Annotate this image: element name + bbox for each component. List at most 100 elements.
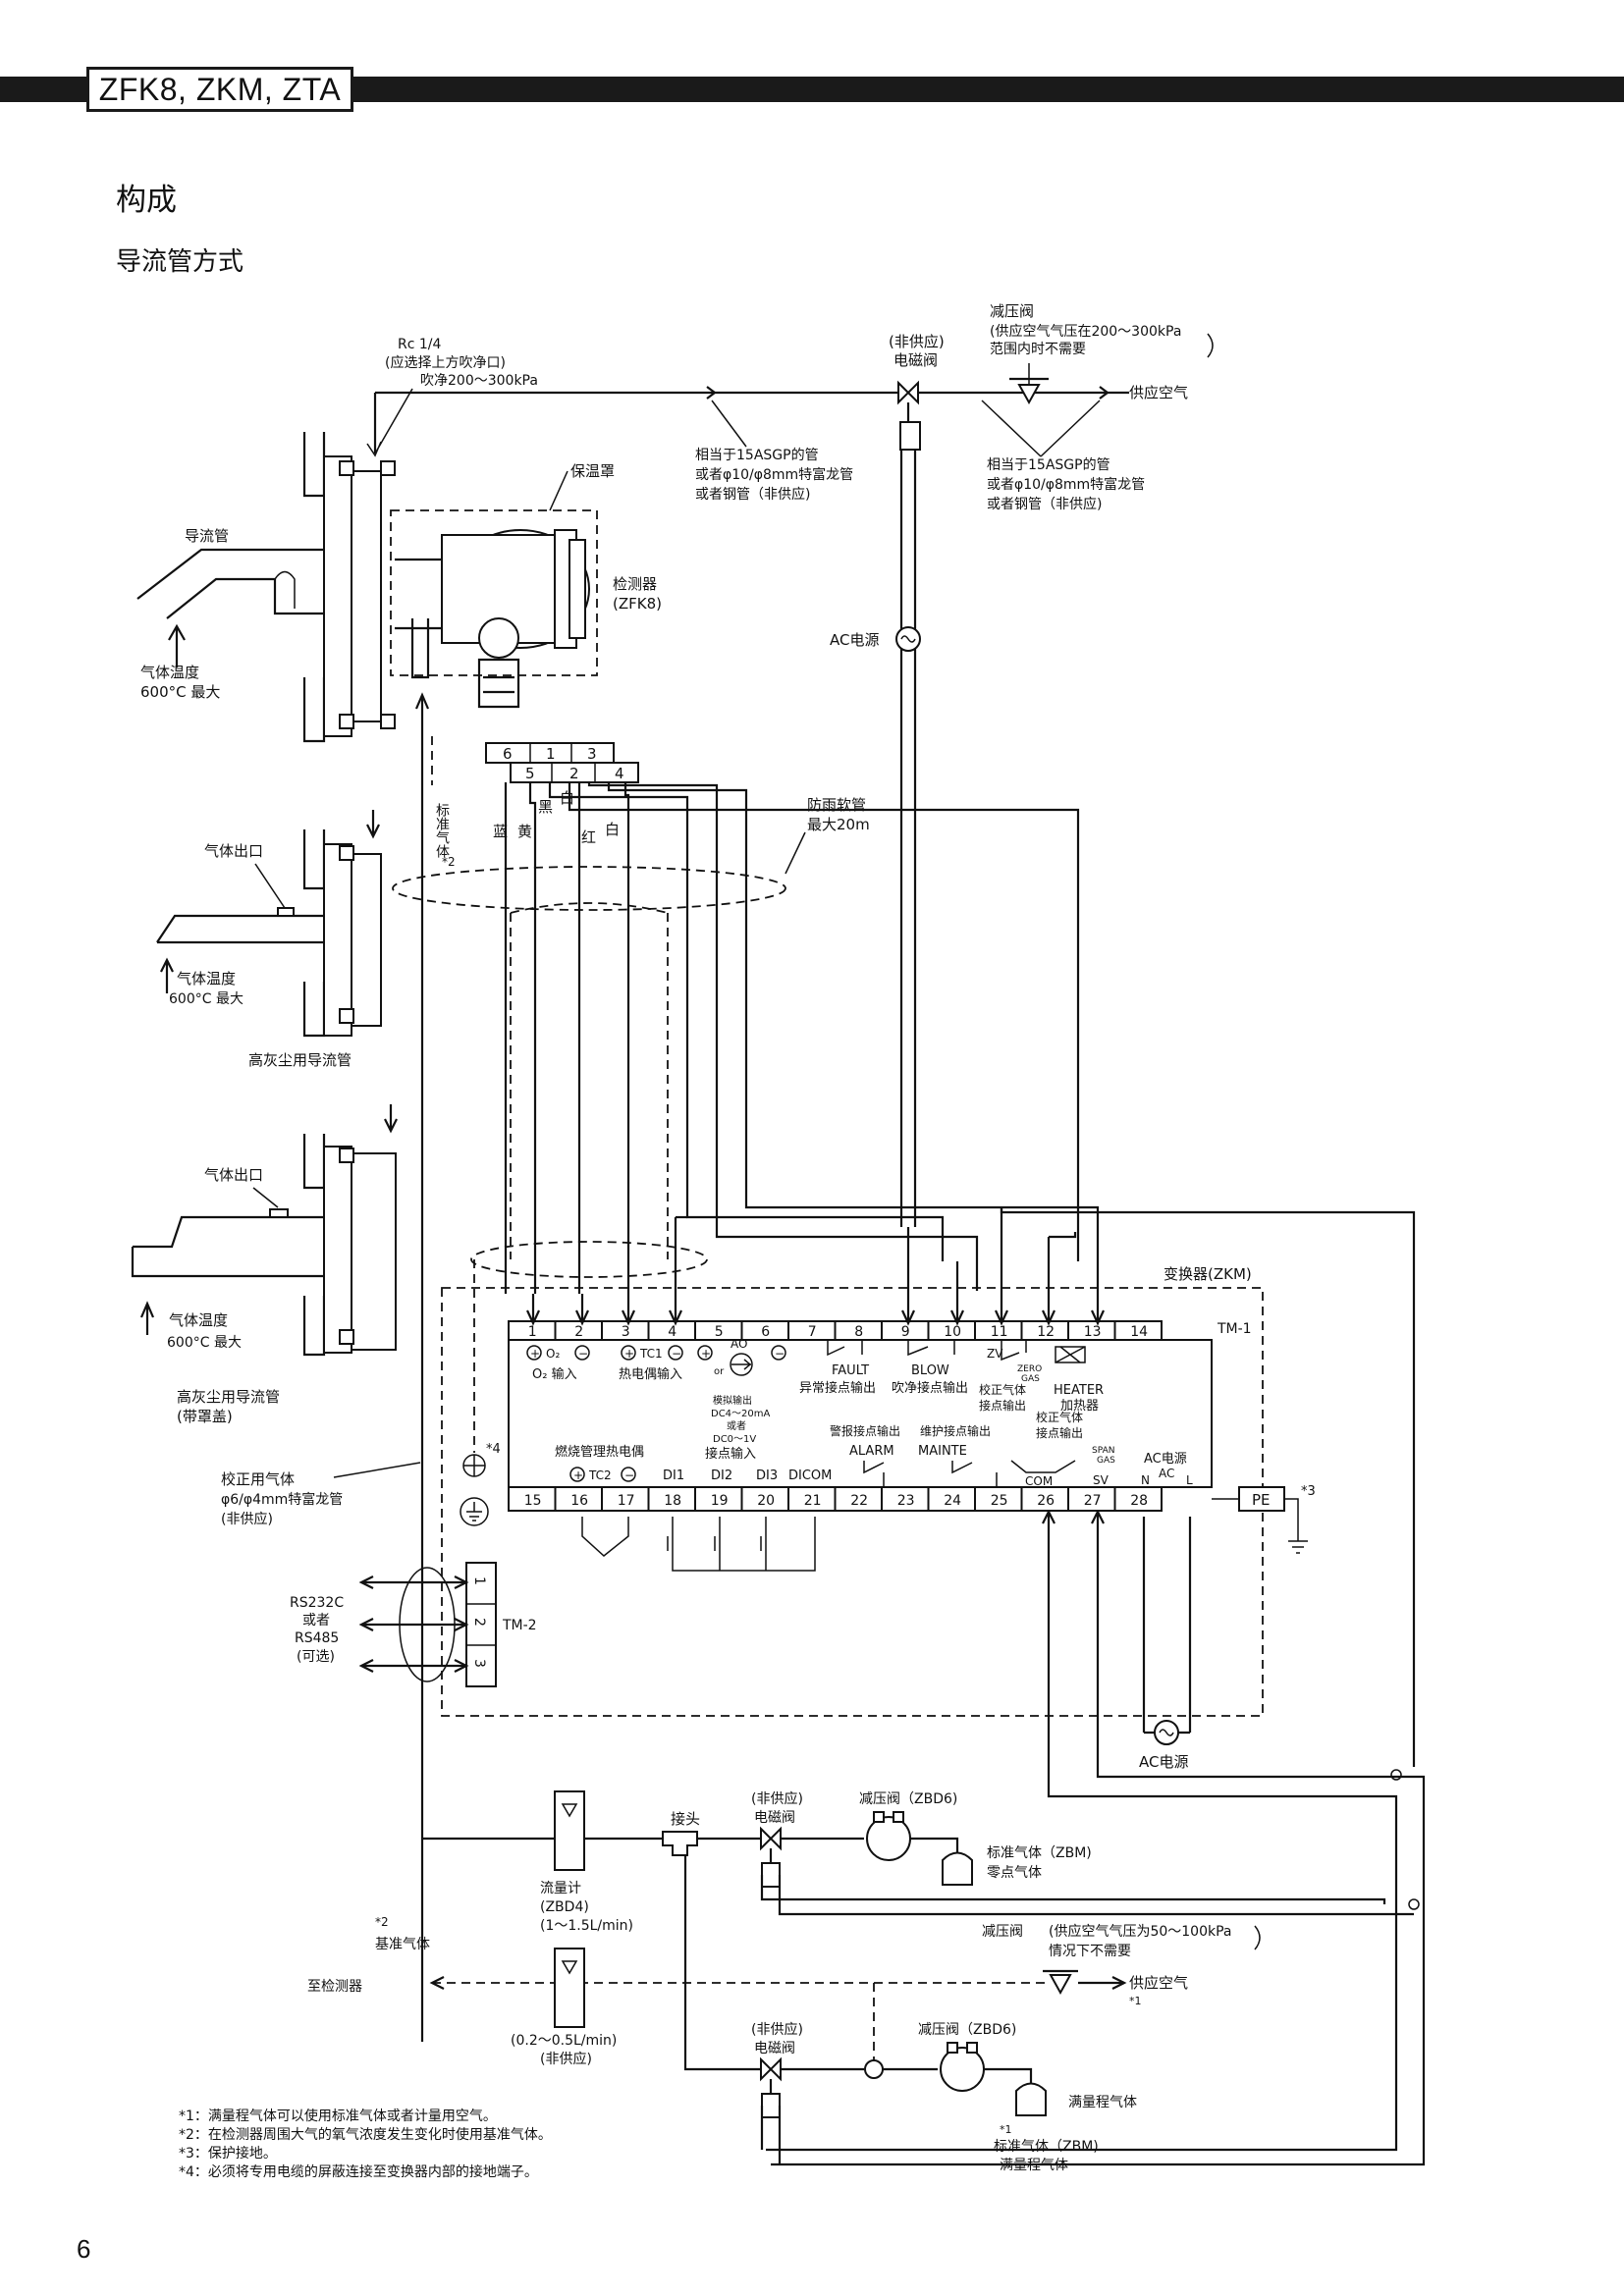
note4-label: *4: [486, 1442, 501, 1457]
wire-black: 黑: [538, 798, 553, 816]
flow2-label2: (非供应): [540, 2051, 592, 2067]
di2-label: DI2: [711, 1468, 732, 1483]
reducer2-note1: (供应空气气压为50～100kPa: [1049, 1923, 1232, 1940]
wire-red: 红: [581, 828, 596, 846]
bottom-terminal-18: 18: [664, 1493, 681, 1509]
top-terminal-10: 10: [944, 1324, 961, 1340]
svg-text:−: −: [624, 1468, 634, 1482]
pipe2-line3: 或者钢管（非供应): [987, 496, 1102, 512]
l-label: L: [1186, 1473, 1193, 1487]
note3-label: *3: [1301, 1484, 1316, 1499]
conn-bot-4: 4: [615, 765, 624, 782]
temp-max-label: 600°C 最大: [140, 683, 220, 701]
cal2-label: 接点输出: [979, 1398, 1026, 1413]
flow2-label1: (0.2～0.5L/min): [511, 2033, 617, 2049]
tm1-bottom-strip: [508, 1486, 1163, 1512]
rc-label: Rc 1/4: [398, 337, 441, 352]
heater-label: HEATER: [1054, 1383, 1104, 1398]
bottom-terminal-19: 19: [711, 1493, 729, 1509]
section-subtitle: 导流管方式: [116, 247, 244, 277]
outlet1-caption: 高灰尘用导流管: [248, 1051, 352, 1069]
mainte-out-label: 维护接点输出: [920, 1423, 991, 1438]
tm2-1: 1: [471, 1576, 487, 1585]
reducer-zbd6-2: [940, 2042, 985, 2092]
nonsupply1-label: (非供应): [751, 1790, 803, 1807]
bottom-supply-air: 供应空气: [1129, 1974, 1188, 1992]
reducer2-note2: 情况下不需要: [1049, 1944, 1131, 1959]
top-ac-power-label: AC电源: [830, 631, 879, 649]
rs-or-label: 或者: [302, 1613, 330, 1629]
top-terminal-4: 4: [668, 1324, 677, 1340]
top-terminal-11: 11: [991, 1324, 1008, 1340]
top-terminal-6: 6: [761, 1324, 770, 1340]
std-gas-vertical: 标准气体: [434, 803, 450, 858]
cal1-label: 校正气体: [979, 1382, 1026, 1397]
outlet2-temp: 气体温度: [169, 1311, 228, 1329]
top-terminal-2: 2: [574, 1324, 583, 1340]
joint: [662, 1831, 698, 1856]
joint-label: 接头: [671, 1810, 700, 1828]
com-label: COM: [1025, 1474, 1053, 1488]
tc1-symbol: TC1: [639, 1347, 663, 1361]
pipe2-line2: 或者φ10/φ8mm特富龙管: [987, 476, 1145, 493]
footnote-2: *2：在检测器周围大气的氧气浓度发生变化时使用基准气体。: [179, 2126, 552, 2143]
calgas-label1: 校正用气体: [221, 1470, 295, 1488]
mainte-label: MAINTE: [918, 1444, 967, 1459]
bottom-terminal-17: 17: [618, 1493, 635, 1509]
conn-top-6: 6: [503, 745, 513, 763]
conn-bot-5: 5: [525, 765, 535, 782]
ref-note2: *2: [375, 1915, 389, 1929]
span-gas-label: GAS: [1097, 1456, 1115, 1466]
bottom-terminal-20: 20: [757, 1493, 775, 1509]
section-title: 构成: [116, 183, 177, 218]
tc-input-label: 热电偶输入: [619, 1366, 682, 1382]
reducer1-label: 减压阀（ZBD6): [859, 1791, 957, 1807]
tm1-top-strip: [508, 1320, 1163, 1341]
to-detector-label: 至检测器: [307, 1979, 362, 1995]
di3-label: DI3: [756, 1468, 778, 1483]
di1-label: DI1: [663, 1468, 684, 1483]
std-gas-label: 标准气体（ZBM): [987, 1845, 1092, 1861]
wire-yellow: 黄: [517, 823, 532, 840]
or-label: or: [714, 1366, 725, 1377]
detector-zfk8: [390, 509, 598, 709]
bottom-terminal-16: 16: [570, 1493, 588, 1509]
tc2-title: 燃烧管理热电偶: [555, 1444, 644, 1460]
pipe-label: 导流管: [185, 527, 229, 545]
svg-text:−: −: [672, 1347, 681, 1361]
fault-label: FAULT: [832, 1363, 869, 1378]
std-gas2-label: 标准气体（ZBM): [994, 2139, 1099, 2155]
conn-top-3: 3: [587, 745, 597, 763]
page-number: 6: [77, 2234, 91, 2264]
bottom-terminal-24: 24: [944, 1493, 961, 1509]
footnote-3: *3：保护接地。: [179, 2145, 277, 2162]
bottom-terminal-15: 15: [524, 1493, 542, 1509]
svg-text:−: −: [578, 1347, 588, 1361]
top-reducer-label: 减压阀: [990, 302, 1034, 320]
analog3: 或者: [727, 1420, 746, 1432]
cal3-label: 校正气体: [1036, 1410, 1083, 1424]
tm2-label: TM-2: [502, 1618, 537, 1633]
bottom-terminal-22: 22: [850, 1493, 868, 1509]
outlet1-gas-out: 气体出口: [204, 842, 263, 860]
sv-label: SV: [1093, 1473, 1110, 1487]
ac-label: AC: [1159, 1467, 1174, 1480]
outlet2-caption1: 高灰尘用导流管: [177, 1388, 280, 1406]
zero-gas-label: 零点气体: [987, 1865, 1042, 1881]
top-reducer-note2: 范围内时不需要: [990, 341, 1086, 357]
blow-label: BLOW: [911, 1363, 949, 1378]
model-label: ZFK8, ZKM, ZTA: [86, 67, 353, 112]
alarm-out-label: 警报接点输出: [830, 1423, 900, 1438]
top-terminal-12: 12: [1037, 1324, 1055, 1340]
footnote-4: *4：必须将专用电缆的屏蔽连接至变换器内部的接地端子。: [179, 2163, 538, 2180]
tc2-label: TC2: [588, 1468, 612, 1482]
top-terminal-9: 9: [901, 1324, 910, 1340]
outlet2-gas-out: 气体出口: [204, 1166, 263, 1184]
zero-label: ZERO: [1017, 1364, 1042, 1374]
o2-input-label: O₂ 输入: [532, 1366, 577, 1382]
std-gas-note2: *2: [442, 855, 456, 869]
nonsupply2-label: (非供应): [751, 2021, 803, 2038]
wire-t1: [526, 1294, 540, 1326]
hose-label: 防雨软管: [807, 796, 866, 814]
connector-block: [485, 742, 639, 783]
